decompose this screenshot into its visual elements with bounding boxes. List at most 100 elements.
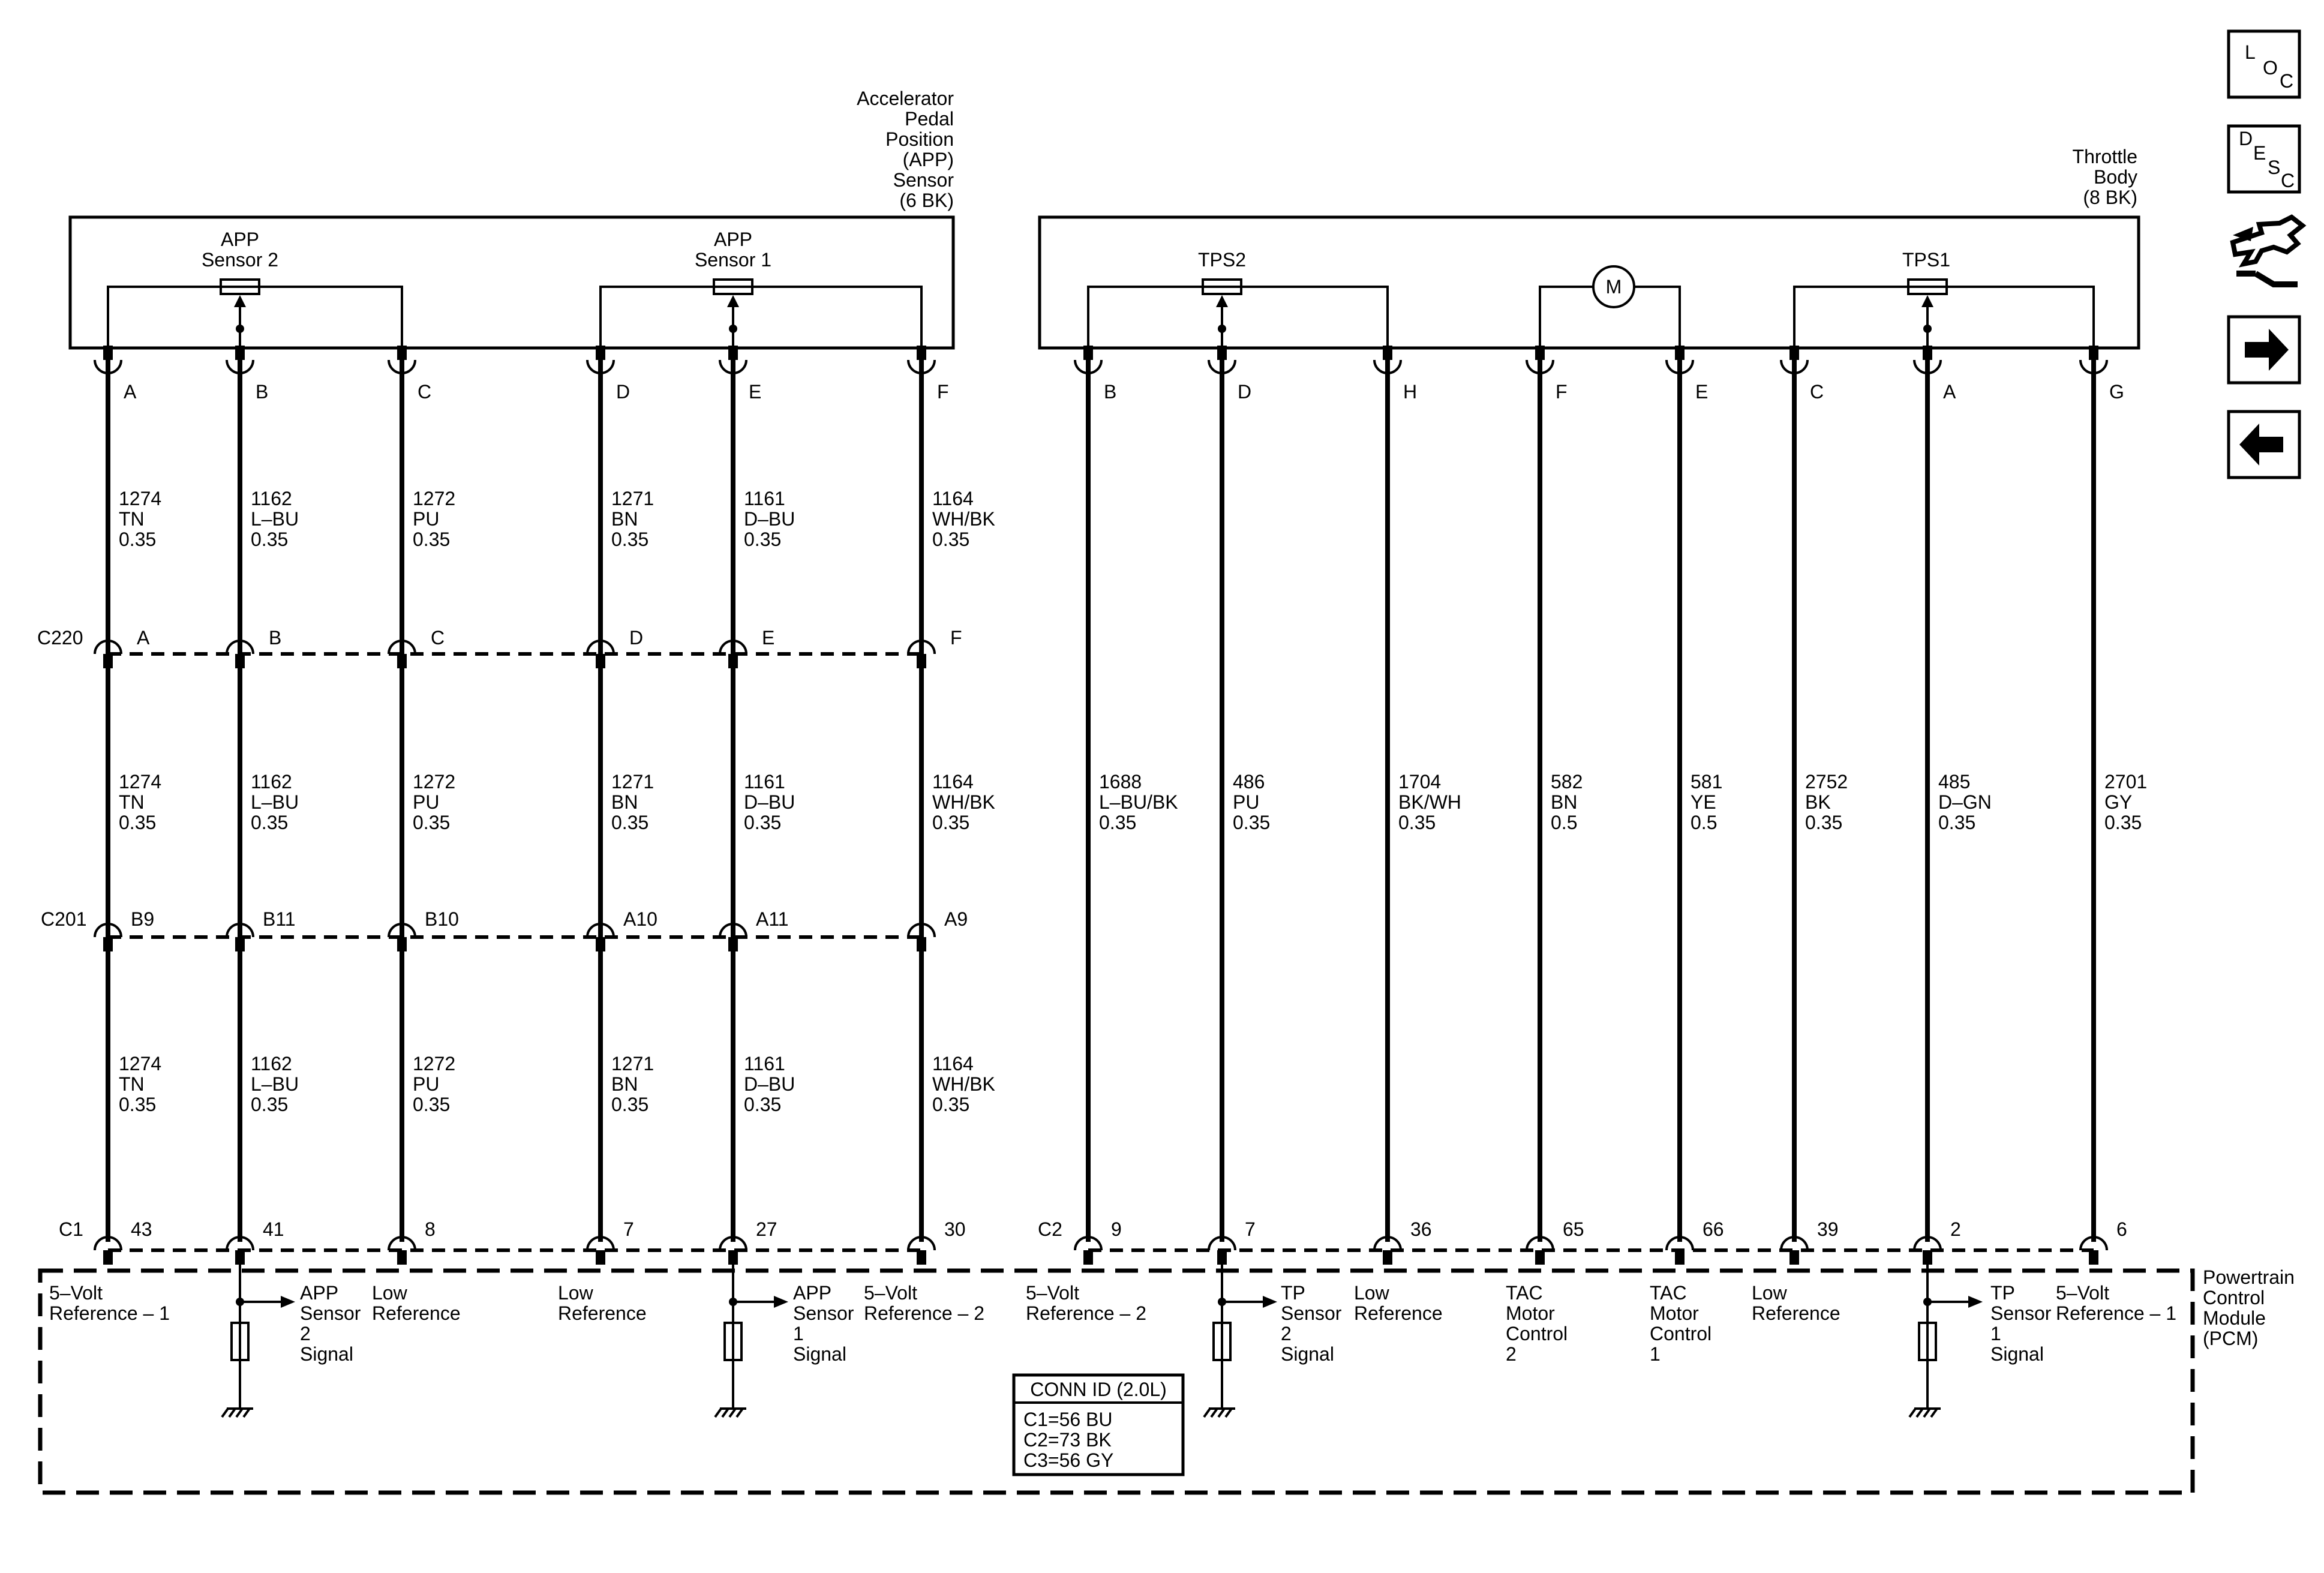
app-sensor-1-label-line: APP (714, 229, 752, 250)
wire-size: 0.35 (2104, 812, 2142, 833)
throttle-body-pin-label: D (1238, 381, 1251, 403)
c2-pin-label: 39 (1817, 1218, 1839, 1240)
pcm-pin-function: 5–Volt (864, 1282, 917, 1304)
wire-color: BK (1805, 791, 1831, 813)
wire-color: PU (1233, 791, 1259, 813)
app-sensor-title-line: (6 BK) (899, 190, 954, 211)
wire-size: 0.35 (119, 529, 156, 550)
circuit-number: 582 (1551, 771, 1583, 792)
wire-color: TN (119, 1073, 145, 1095)
pcm-pin-function: 1 (1650, 1343, 1661, 1365)
pcm-pin-function: Signal (793, 1343, 846, 1365)
circuit-number: 1271 (611, 1053, 654, 1074)
c2-pin-label: 36 (1410, 1218, 1432, 1240)
c220-pin-label: E (762, 627, 774, 649)
wire-color: BK/WH (1398, 791, 1461, 813)
signal-arrow-icon (774, 1296, 788, 1308)
pcm-pin-function: Reference – 2 (1026, 1302, 1146, 1324)
c2-pin-label: 66 (1703, 1218, 1724, 1240)
loc-letter: C (2280, 70, 2293, 92)
pcm-pin-function: Reference (558, 1302, 647, 1324)
wire-color: BN (1551, 791, 1577, 813)
wire-size: 0.35 (1099, 812, 1136, 833)
wire-size: 0.35 (413, 1094, 450, 1115)
wire-size: 0.35 (1938, 812, 1975, 833)
pcm-title-line: Powertrain (2203, 1266, 2295, 1288)
pcm-pin-function: Motor (1650, 1302, 1699, 1324)
circuit-number: 1274 (119, 1053, 161, 1074)
wire-harness: AAB9431274TN0.351274TN0.351274TN0.35BBB1… (94, 346, 2147, 1265)
wire-color: PU (413, 1073, 439, 1095)
wire-size: 0.35 (251, 529, 288, 550)
wire-color: GY (2104, 791, 2132, 813)
repair-icon[interactable] (2230, 214, 2307, 287)
c1-pin-label: 43 (131, 1218, 152, 1240)
tps2-bracket (1087, 286, 1389, 351)
pcm-pin-function: 2 (1281, 1323, 1292, 1344)
circuit-number: 485 (1938, 771, 1970, 792)
c2-pin-label: 9 (1111, 1218, 1122, 1240)
previous-arrow-button[interactable] (2227, 410, 2301, 479)
pcm-pin-function: Control (1650, 1323, 1712, 1344)
app-sensor-1-wiper-arrow (727, 295, 739, 307)
desc-button[interactable]: D E S C (2227, 124, 2301, 194)
circuit-number: 2752 (1805, 771, 1848, 792)
pcm-pin-function: TAC (1650, 1282, 1687, 1304)
circuit-number: 486 (1233, 771, 1265, 792)
wire-size: 0.35 (413, 812, 450, 833)
tps1-resistor (1907, 278, 1948, 295)
c201-pin-label: A11 (756, 908, 789, 930)
pcm-pin-function: Low (372, 1282, 408, 1304)
c1-pin-label: 7 (623, 1218, 634, 1240)
pcm-title-line: Module (2203, 1307, 2266, 1329)
app-sensor-1-bracket (599, 286, 923, 351)
c2-pin-label: 65 (1563, 1218, 1584, 1240)
app-sensor-pin-label: D (616, 381, 630, 403)
wire-color: WH/BK (932, 508, 995, 530)
loc-button[interactable]: L O C (2227, 29, 2301, 99)
pcm-pin-function: Reference – 1 (49, 1302, 170, 1324)
wire-color: D–GN (1938, 791, 1992, 813)
c1-pin-label: 27 (756, 1218, 777, 1240)
app-sensor-title-line: Position (885, 128, 954, 150)
circuit-number: 1272 (413, 1053, 455, 1074)
wire-size: 0.35 (744, 1094, 781, 1115)
tps2-resistor (1202, 278, 1242, 295)
left-arrow-icon (2239, 424, 2283, 466)
app-sensor-title-line: (APP) (903, 149, 954, 170)
conn-id-box: CONN ID (2.0L) C1=56 BU C2=73 BK C3=56 G… (1012, 1373, 1185, 1476)
pcm-pin-function: 1 (793, 1323, 804, 1344)
circuit-number: 1161 (744, 488, 785, 509)
wire-size: 0.35 (932, 812, 969, 833)
tps1-bracket (1793, 286, 2095, 351)
wire-color: YE (1691, 791, 1716, 813)
c201-pin-label: B10 (425, 908, 459, 930)
right-arrow-icon (2245, 329, 2289, 371)
wire-color: BN (611, 508, 638, 530)
pcm-pin-function: Sensor (1990, 1302, 2052, 1324)
wire-color: L–BU (251, 791, 299, 813)
throttle-body-pin-label: A (1943, 381, 1956, 403)
pcm-pin-function: APP (300, 1282, 338, 1304)
circuit-number: 1272 (413, 771, 455, 792)
circuit-number: 1274 (119, 771, 161, 792)
wire-size: 0.35 (611, 529, 648, 550)
conn-id-title: CONN ID (2.0L) (1030, 1379, 1167, 1400)
c201-pin-label: A10 (623, 908, 657, 930)
throttle-body-pin-label: C (1810, 381, 1824, 403)
circuit-number: 1162 (251, 771, 292, 792)
circuit-number: 1271 (611, 488, 654, 509)
throttle-body-pin-label: B (1104, 381, 1116, 403)
conn-id-line: C2=73 BK (1023, 1429, 1112, 1451)
app-sensor-pin-label: B (256, 381, 268, 403)
app-sensor-title-line: Accelerator (857, 88, 954, 109)
pcm-pin-function: TP (1281, 1282, 1305, 1304)
desc-letter: C (2281, 170, 2295, 191)
next-arrow-button[interactable] (2227, 315, 2301, 385)
tps2-label: TPS2 (1198, 249, 1246, 271)
